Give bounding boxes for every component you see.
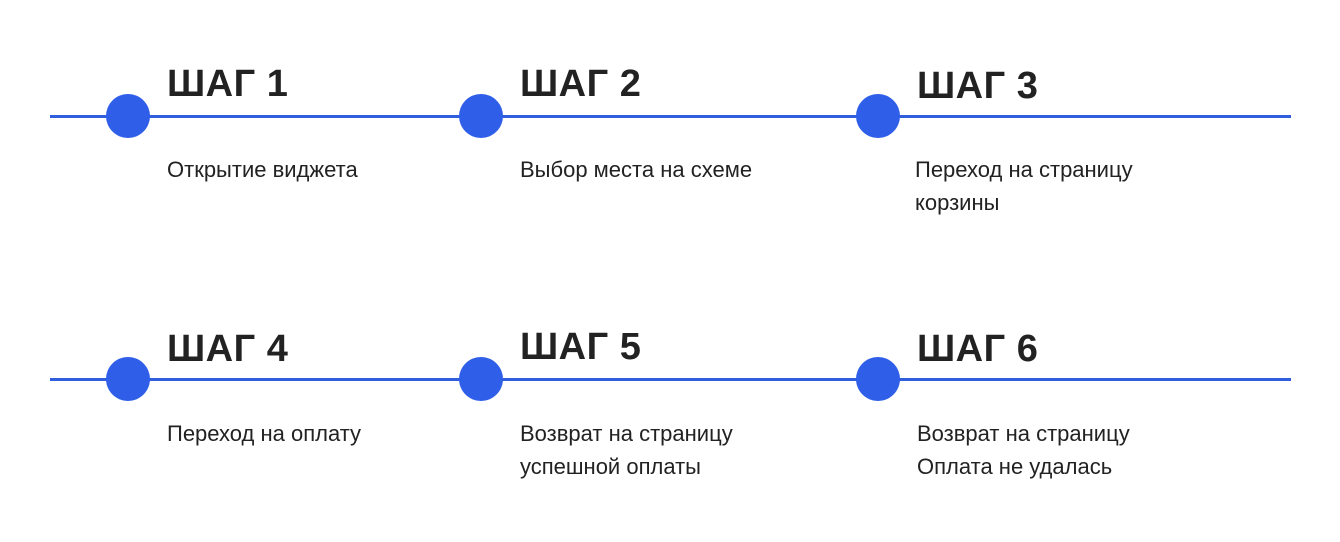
timeline-line-row-2 — [50, 378, 1291, 381]
step-marker-icon — [106, 94, 150, 138]
step-description: Переход на страницу корзины — [915, 157, 1133, 215]
step-title: ШАГ 1 — [167, 63, 289, 105]
step-marker-icon — [856, 357, 900, 401]
step-marker-icon — [459, 94, 503, 138]
step-title: ШАГ 4 — [167, 328, 289, 370]
step-description: Переход на оплату — [167, 421, 362, 446]
step-description: Выбор места на схеме — [520, 157, 753, 182]
step-description: Возврат на страницу Оплата не удалась — [917, 421, 1130, 479]
step-description: Возврат на страницу успешной оплаты — [520, 421, 733, 479]
step-marker-icon — [856, 94, 900, 138]
timeline-line-row-1 — [50, 115, 1291, 118]
step-description: Открытие виджета — [167, 157, 358, 182]
step-title: ШАГ 5 — [520, 326, 642, 368]
step-title: ШАГ 3 — [917, 65, 1039, 107]
step-marker-icon — [106, 357, 150, 401]
step-title: ШАГ 2 — [520, 63, 642, 105]
step-marker-icon — [459, 357, 503, 401]
step-title: ШАГ 6 — [917, 328, 1039, 370]
